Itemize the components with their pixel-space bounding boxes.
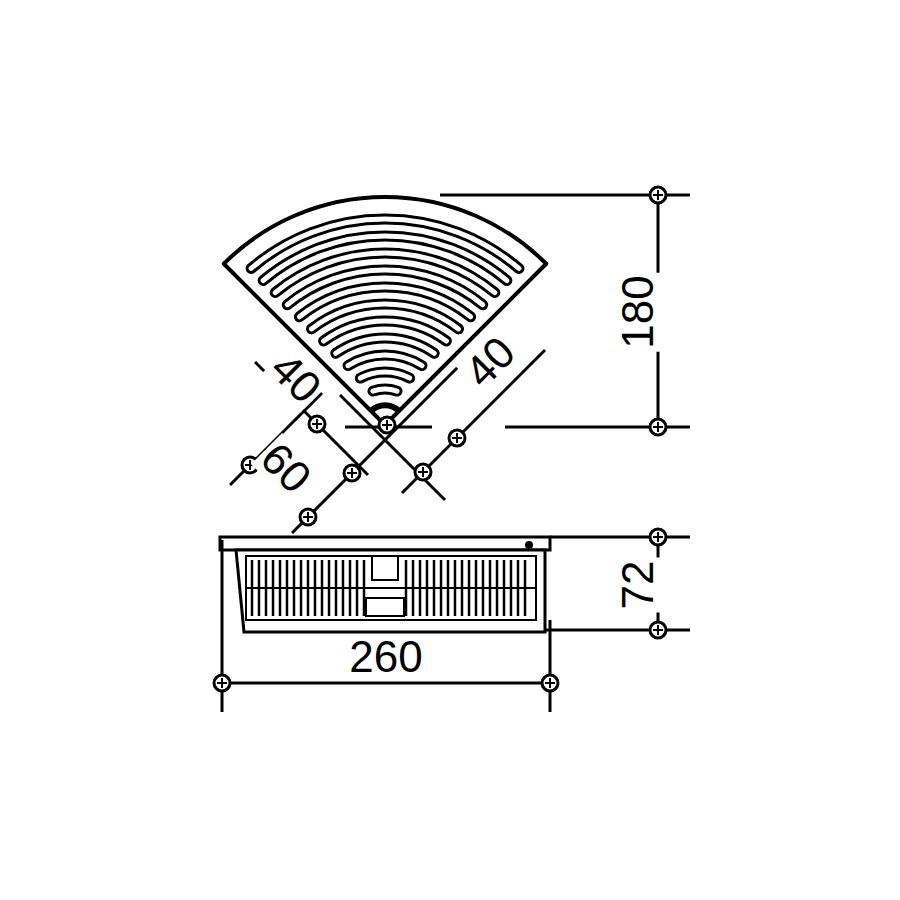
dimension-marker xyxy=(650,419,666,435)
dimension-marker xyxy=(542,675,558,691)
fixing-screw xyxy=(525,541,533,549)
dimension-marker xyxy=(214,675,230,691)
basket-inner xyxy=(246,556,536,620)
dimension-line xyxy=(340,395,445,500)
dimension-value: 40 xyxy=(455,327,525,397)
dimension-marker xyxy=(300,509,316,525)
dimension-value: 260 xyxy=(346,635,425,679)
extension-line xyxy=(550,536,690,539)
dimension-marker xyxy=(650,529,666,545)
dimension-line xyxy=(222,682,550,685)
dimension-marker xyxy=(650,187,666,203)
dimension-marker xyxy=(344,465,360,481)
dimension-marker xyxy=(650,622,666,638)
dimension-value: 72 xyxy=(616,558,660,613)
basket-drain xyxy=(371,405,399,411)
dimension-marker xyxy=(379,417,395,433)
dimension-marker xyxy=(449,430,465,446)
dimension-value: 60 xyxy=(251,433,321,503)
dimension-value: 180 xyxy=(616,272,660,351)
basket-body xyxy=(236,550,545,632)
dimension-marker xyxy=(415,464,431,480)
basket-slats xyxy=(246,556,536,616)
dimension-marker xyxy=(309,416,325,432)
basket-top-outline xyxy=(224,197,546,425)
basket-rim xyxy=(220,537,550,550)
extension-line xyxy=(549,620,552,712)
extension-line xyxy=(545,629,690,632)
dimension-value: 40 xyxy=(261,343,331,413)
